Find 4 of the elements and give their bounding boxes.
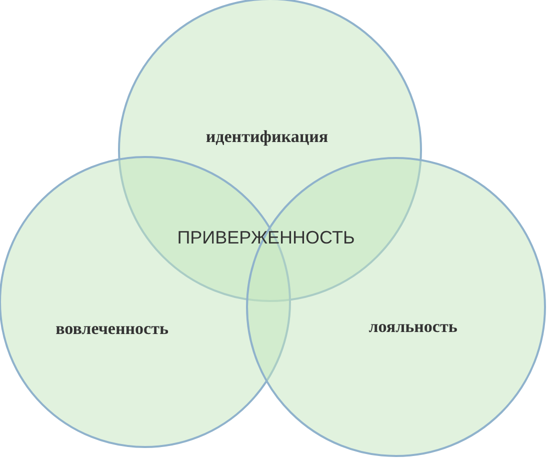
intersection-label: ПРИВЕРЖЕННОСТЬ xyxy=(177,228,355,248)
circle-label: идентификация xyxy=(206,127,328,147)
circle-label: лояльность xyxy=(368,317,458,337)
circle-label: вовлеченность xyxy=(56,319,168,339)
